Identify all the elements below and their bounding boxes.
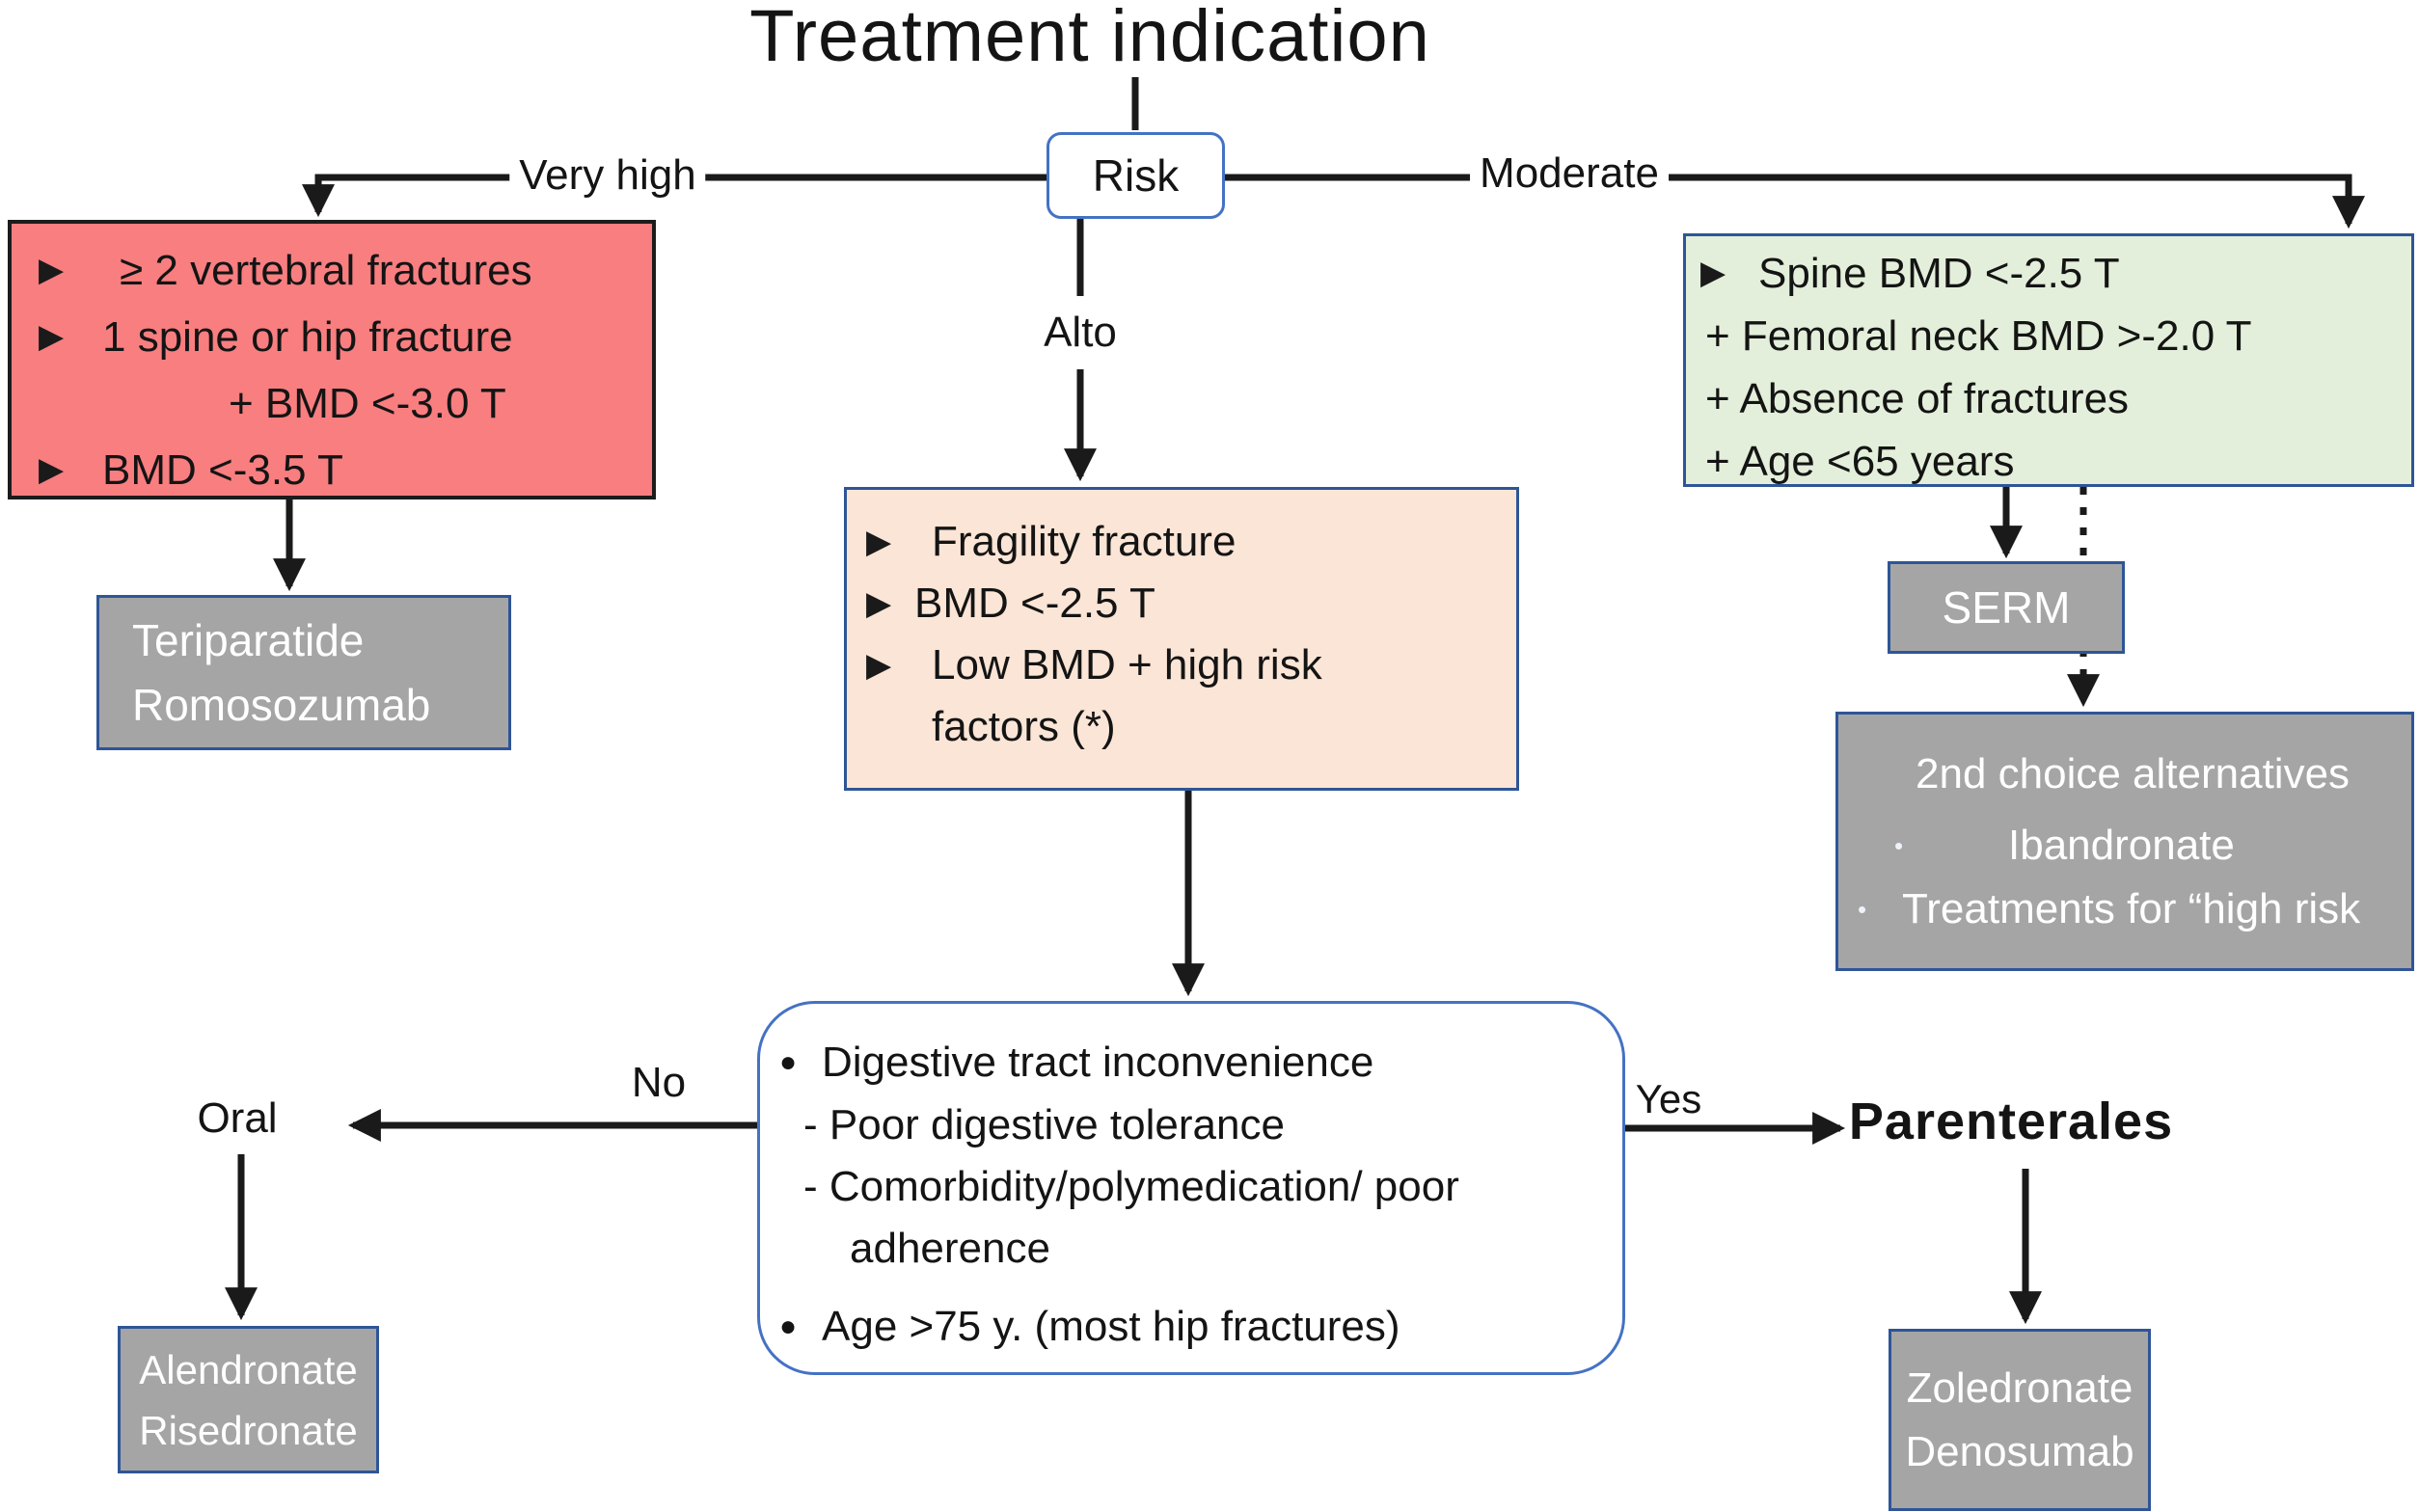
criteria-text: Low BMD + high risk factors (*): [932, 641, 1322, 750]
criteria-text: + Femoral neck BMD >-2.0 T: [1705, 312, 2252, 360]
very-high-treatment-box: Teriparatide Romosozumab: [96, 595, 511, 750]
second-choice-title: 2nd choice alternatives: [1916, 750, 2351, 797]
criteria-text: + BMD <-3.0 T: [229, 380, 506, 427]
triangle-bullet-icon: ▶: [1700, 255, 1726, 291]
criteria-text: ≥ 2 vertebral fractures: [120, 247, 532, 294]
list-item: ▶ BMD <-2.5 T: [847, 573, 1516, 634]
edge-label-very-high: Very high: [509, 151, 706, 200]
serm-box: SERM: [1888, 561, 2125, 654]
drug-name: SERM: [1942, 582, 2071, 633]
drug-name: Risedronate: [139, 1407, 358, 1453]
parenterales-label: Parenterales: [1848, 1093, 2174, 1150]
drug-name: Alendronate: [139, 1346, 358, 1392]
decision-subtext: - Comorbidity/polymedication/ poor adher…: [803, 1163, 1459, 1272]
dot-bullet-icon: •: [1894, 831, 1904, 860]
moderate-criteria-box: ▶ Spine BMD <-2.5 T + Femoral neck BMD >…: [1683, 233, 2414, 487]
page-title: Treatment indication: [749, 0, 1430, 77]
triangle-bullet-icon: ▶: [39, 451, 65, 488]
drug-name: Denosumab: [1905, 1427, 2134, 1475]
high-criteria-box: ▶ Fragility fracture ▶ BMD <-2.5 T ▶ Low…: [844, 487, 1519, 791]
drug-name: Treatments for “high risk: [1902, 885, 2361, 932]
list-item: ▶ Fragility fracture: [847, 511, 1516, 573]
parenteral-treatment-box: Zoledronate Denosumab: [1889, 1329, 2151, 1511]
list-item: • Ibandronate: [1838, 817, 2411, 875]
triangle-bullet-icon: ▶: [866, 585, 892, 622]
dot-bullet-icon: ●: [779, 1310, 798, 1342]
drug-name: Romosozumab: [132, 679, 431, 730]
risk-label: Risk: [1092, 150, 1180, 201]
list-item: ▶ Spine BMD <-2.5 T: [1686, 242, 2411, 305]
list-item: ▶ ≥ 2 vertebral fractures: [12, 237, 652, 304]
criteria-text: Fragility fracture: [932, 518, 1237, 565]
decision-text: Age >75 y. (most hip fractures): [822, 1303, 1400, 1350]
very-high-criteria-box: ▶ ≥ 2 vertebral fractures ▶ 1 spine or h…: [8, 220, 656, 500]
criteria-text: BMD <-3.5 T: [102, 446, 343, 494]
decision-text: Digestive tract inconvenience: [822, 1039, 1374, 1086]
edge-label-no: No: [631, 1059, 687, 1106]
triangle-bullet-icon: ▶: [39, 252, 65, 288]
edge-label-oral: Oral: [197, 1094, 278, 1142]
triangle-bullet-icon: ▶: [39, 318, 65, 355]
connector-risk-moderate: [1225, 174, 2365, 230]
risk-node: Risk: [1046, 132, 1225, 219]
drug-name: Zoledronate: [1906, 1364, 2134, 1412]
list-item: ▶ BMD <-3.5 T: [12, 437, 652, 503]
triangle-bullet-icon: ▶: [866, 647, 892, 684]
decision-box: ● Digestive tract inconvenience - Poor d…: [757, 1001, 1625, 1375]
decision-subtext: - Poor digestive tolerance: [803, 1101, 1285, 1148]
triangle-bullet-icon: ▶: [866, 524, 892, 560]
drug-name: Teriparatide: [132, 614, 365, 665]
list-item: ● Digestive tract inconvenience: [760, 1031, 1622, 1094]
edge-label-moderate: Moderate: [1470, 149, 1669, 198]
criteria-text: + Absence of fractures: [1705, 375, 2130, 422]
criteria-text: + Age <65 years: [1705, 438, 2015, 485]
criteria-text: 1 spine or hip fracture: [102, 313, 513, 361]
dot-bullet-icon: ●: [779, 1046, 798, 1078]
list-item: ▶ 1 spine or hip fracture: [12, 304, 652, 370]
drug-name: Ibandronate: [2008, 822, 2235, 869]
dot-bullet-icon: •: [1858, 895, 1867, 924]
connector-risk-very-high: [302, 174, 1046, 218]
edge-label-yes: Yes: [1635, 1076, 1702, 1121]
criteria-text: BMD <-2.5 T: [914, 580, 1155, 627]
criteria-text: Spine BMD <-2.5 T: [1758, 250, 2120, 297]
list-item: • Treatments for “high risk: [1838, 880, 2411, 938]
list-item: ▶ Low BMD + high risk factors (*): [847, 634, 1516, 758]
oral-treatment-box: Alendronate Risedronate: [118, 1326, 379, 1473]
second-choice-box: 2nd choice alternatives • Ibandronate • …: [1835, 712, 2414, 971]
list-item: ● Age >75 y. (most hip fractures): [760, 1295, 1622, 1359]
edge-label-alto: Alto: [1034, 309, 1127, 357]
